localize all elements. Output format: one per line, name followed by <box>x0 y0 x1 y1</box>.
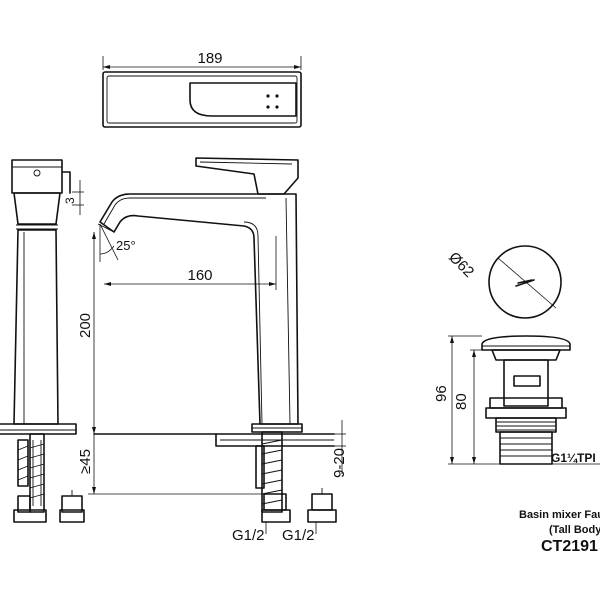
title-block: Basin mixer Fau (Tall Body CT2191 <box>519 509 600 555</box>
top-view: 189 <box>102 50 302 128</box>
overall-height-dimension-label: 96 <box>433 385 450 402</box>
waste-cap <box>481 335 571 351</box>
thickness-dimension-label: 9-20 <box>331 448 348 478</box>
width-dimension-label: 189 <box>197 50 222 67</box>
waste-top-circle <box>488 245 562 319</box>
angle-dimension-label: 25° <box>116 238 136 253</box>
spout-body <box>99 193 299 425</box>
reach-dimension-label: 160 <box>187 267 212 284</box>
diameter-dimension-label: Ø62 <box>445 249 477 281</box>
body-height-dimension-label: 80 <box>453 393 470 410</box>
model-code: CT2191 <box>541 538 598 555</box>
tab-dimension-label: 3 <box>63 197 77 204</box>
front-view: 25° 160 200 ≥45 9-20 G1/2 G1/2 <box>77 157 348 544</box>
connection-right-label: G1/2 <box>282 527 315 544</box>
title-line-2: (Tall Body <box>549 524 600 536</box>
connection-left-label: G1/2 <box>232 527 265 544</box>
height-dimension-label: 200 <box>77 313 94 338</box>
thread-dimension-label: G1¼TPI <box>551 451 596 465</box>
hot-cold-mark-dot <box>266 94 270 98</box>
side-view: 3 <box>0 159 85 523</box>
title-line-1: Basin mixer Fau <box>519 509 600 521</box>
waste-view: Ø62 96 80 G1¼TPI <box>433 245 600 465</box>
deck-dimension-label: ≥45 <box>77 449 94 474</box>
